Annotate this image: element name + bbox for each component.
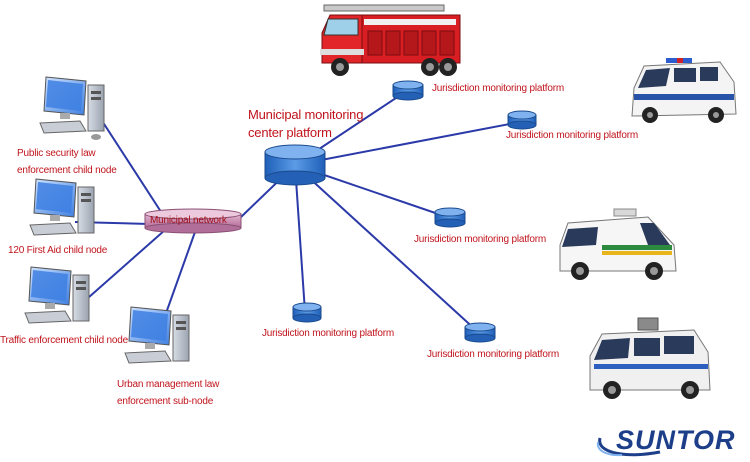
municipal-network-node [144,208,242,234]
urban-node-label-line1: Urban management law [117,379,220,390]
brand-logo: SUNTOR [596,424,744,458]
first-aid-node-label: 120 First Aid child node [8,245,108,256]
platform-label: Jurisdiction monitoring platform [414,234,546,245]
public-security-node-label-line1: Public security law [17,148,96,159]
police-van-icon [631,58,737,123]
platform-disk [434,207,466,228]
platform-disk [507,110,537,130]
platform-disk [464,322,496,343]
platform-disk [392,80,424,101]
ambulance-icon [559,208,677,280]
fire-truck-icon [320,4,461,76]
center-platform-label-line2: center platform [248,125,332,140]
brand-logo-text: SUNTOR [616,425,736,455]
public-security-node-label-line2: enforcement child node [17,165,117,176]
center-server-disk [264,144,326,186]
platform-label: Jurisdiction monitoring platform [427,349,559,360]
suntor-logo-swoosh [596,437,661,457]
platform-disk [292,302,322,323]
desktop-computer-icon [39,76,105,140]
center-platform-label-line1: Municipal monitoring [248,107,364,122]
urban-management-van-icon [589,317,711,399]
platform-label: Jurisdiction monitoring platform [432,83,564,94]
desktop-computer-icon [24,266,90,324]
traffic-node-label: Traffic enforcement child node [0,335,128,346]
platform-label: Jurisdiction monitoring platform [262,328,394,339]
platform-label: Jurisdiction monitoring platform [506,130,638,141]
municipal-network-label: Municipal network [150,215,227,226]
urban-node-label-line2: enforcement sub-node [117,396,214,407]
desktop-computer-icon [124,306,190,364]
desktop-computer-icon [29,178,95,236]
